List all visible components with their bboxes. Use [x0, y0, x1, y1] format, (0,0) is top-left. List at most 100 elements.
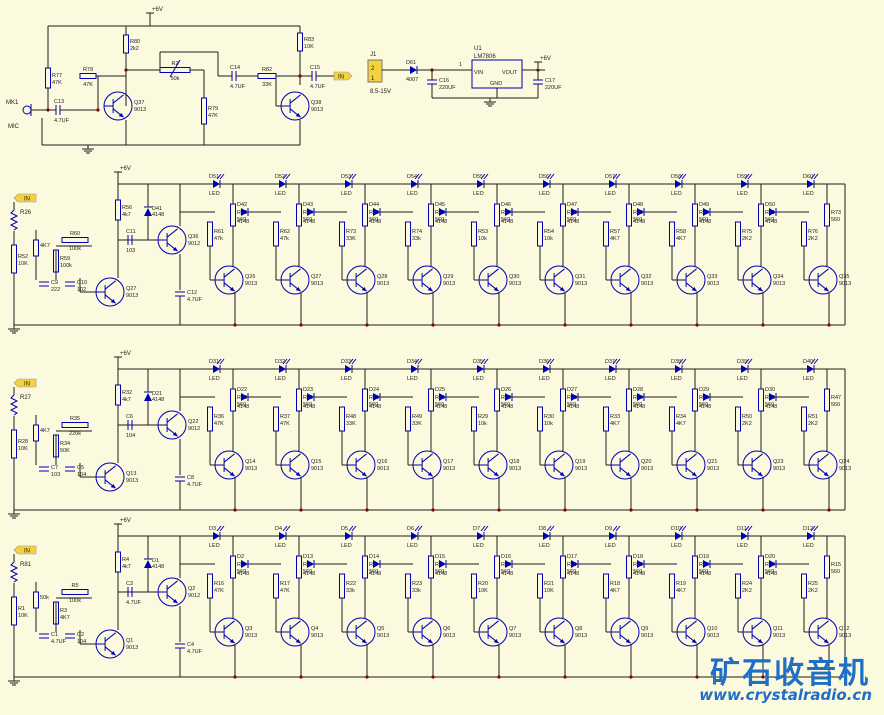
diode-value: 4148 — [765, 404, 777, 410]
diode-ref: D7 — [473, 526, 480, 532]
resistor-value: 2K2 — [808, 421, 818, 427]
led-arrow — [282, 525, 288, 532]
resistor-value: 560 — [567, 569, 576, 575]
resistor — [11, 429, 17, 459]
transistor-value: 9013 — [773, 633, 785, 639]
diode-ref: D43 — [303, 202, 313, 208]
diode-body — [477, 365, 484, 373]
resistor — [79, 73, 97, 79]
diode-value: LED — [737, 543, 748, 549]
resistor — [297, 32, 303, 52]
transistor-arrow — [361, 472, 367, 477]
transistor-arrow — [110, 299, 116, 304]
cap-ref: C2 — [77, 632, 84, 638]
zener-ref: D21 — [152, 391, 162, 397]
resistor-value: 10K — [544, 588, 554, 594]
resistor — [273, 221, 279, 247]
net-label-text: IN — [338, 75, 344, 81]
transistor-collector — [355, 620, 367, 630]
diode-value: LED — [605, 191, 616, 197]
resistor-ref: R62 — [280, 229, 290, 235]
led-arrow — [483, 358, 489, 365]
resistor — [537, 221, 543, 247]
resistor-value: 47k — [214, 236, 223, 242]
diode-body — [675, 365, 682, 373]
diode-ref: D15 — [435, 554, 445, 560]
diode-ref: D17 — [567, 554, 577, 560]
cap-value: 4.7UF — [230, 84, 246, 90]
resistor-value: 33K — [262, 82, 272, 88]
transistor-collector — [751, 268, 763, 278]
transistor-collector — [553, 620, 565, 630]
resistor-ref: R32 — [122, 390, 132, 396]
transistor-value: 9013 — [311, 466, 323, 472]
resistor-ref: R34 — [60, 441, 70, 447]
transistor-arrow — [493, 639, 499, 644]
transistor-arrow — [757, 287, 763, 292]
diode-body — [410, 66, 417, 74]
resistor-ref: R30 — [544, 414, 554, 420]
diode-ref: D40 — [803, 359, 813, 365]
transistor-ref: Q4 — [311, 626, 318, 632]
transistor-ref: Q27 — [311, 274, 321, 280]
zener-value: 4148 — [152, 564, 164, 570]
resistor-ref: R73 — [346, 229, 356, 235]
input-pot-ref: R26 — [20, 210, 32, 216]
resistor — [560, 203, 566, 227]
resistor-value: 560 — [501, 402, 510, 408]
transistor-value: 9013 — [509, 633, 521, 639]
transistor-ref: Q1 — [126, 638, 133, 644]
resistor-ref: R8 — [369, 562, 376, 568]
diode-value: 4148 — [699, 219, 711, 225]
vcc-label: +6V — [120, 518, 131, 524]
transistor-collector — [104, 280, 116, 290]
resistor-value: 33K — [346, 236, 356, 242]
junction — [563, 508, 567, 512]
resistor-value: 10k — [478, 236, 487, 242]
resistor-ref: R73 — [831, 210, 841, 216]
transistor-collector — [751, 620, 763, 630]
diode-value: LED — [275, 191, 286, 197]
diode-value: LED — [605, 376, 616, 382]
resistor-ref: R36 — [214, 414, 224, 420]
diode-body — [807, 365, 814, 373]
led-arrow — [813, 173, 819, 180]
resistor-value: 560 — [237, 569, 246, 575]
transistor-value: 9013 — [509, 466, 521, 472]
resistor — [201, 97, 207, 125]
resistor-ref: R1 — [18, 606, 25, 612]
resistor — [669, 573, 675, 599]
resistor-value: 560 — [501, 217, 510, 223]
transistor-value: 9013 — [126, 293, 138, 299]
resistor — [33, 239, 39, 257]
net-label-text: IN — [24, 197, 30, 203]
cap-value: 4.7UF — [187, 297, 203, 303]
cap-ref: C3 — [126, 581, 133, 587]
resistor — [735, 406, 741, 432]
transistor-collector — [817, 268, 829, 278]
resistor — [296, 555, 302, 579]
resistor-ref: R23 — [412, 581, 422, 587]
diode-value: LED — [407, 191, 418, 197]
diode-value: 4148 — [369, 219, 381, 225]
transistor-collector — [166, 413, 178, 423]
diode-body — [345, 180, 352, 188]
resistor — [61, 237, 89, 243]
resistor — [362, 388, 368, 412]
transistor-ref: Q18 — [509, 459, 519, 465]
connector-note: 8.5-15V — [370, 89, 391, 95]
vcc-label: +6V — [540, 56, 551, 62]
resistor — [230, 388, 236, 412]
cap-value: 102 — [77, 287, 86, 293]
resistor-ref: R34 — [676, 414, 686, 420]
transistor-collector — [553, 453, 565, 463]
transistor-ref: Q30 — [509, 274, 519, 280]
junction — [233, 323, 237, 327]
resistor-value: 47K — [83, 82, 93, 88]
transistor-value: 9013 — [311, 633, 323, 639]
diode-body — [307, 393, 314, 401]
diode-body — [637, 208, 644, 216]
transistor-ref: Q11 — [773, 626, 783, 632]
transistor-ref: Q8 — [575, 626, 582, 632]
junction — [431, 508, 435, 512]
